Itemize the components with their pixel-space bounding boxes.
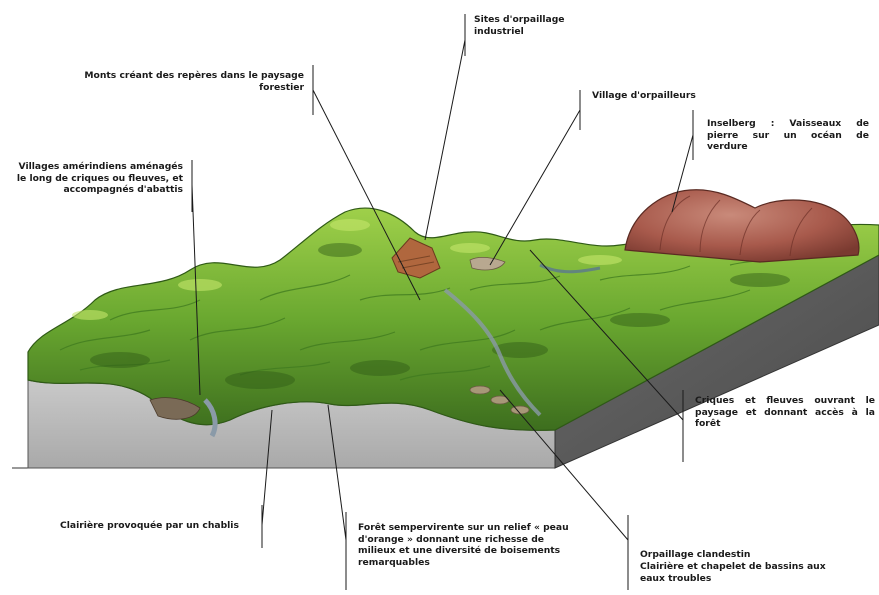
label-evergreen-forest: Forêt sempervirente sur un relief « peau… — [358, 522, 608, 568]
label-clandestine-mining-desc: Clairière et chapelet de bassins aux eau… — [640, 561, 870, 584]
label-industrial-mining-sites: Sites d'orpaillage industriel — [474, 14, 584, 37]
inselberg-rock — [625, 190, 859, 262]
label-orpailleur-village: Village d'orpailleurs — [592, 90, 732, 102]
label-creeks-rivers: Criques et fleuves ouvrant le paysage et… — [695, 395, 875, 430]
label-clandestine-mining-title: Orpaillage clandestin — [640, 549, 870, 561]
label-amerindian-villages: Villages amérindiens aménagés le long de… — [3, 161, 183, 196]
label-mountains: Monts créant des repères dans le paysage… — [60, 70, 304, 93]
label-clearing: Clairière provoquée par un chablis — [60, 520, 260, 532]
label-inselberg: Inselberg : Vaisseaux de pierre sur un o… — [707, 118, 869, 153]
